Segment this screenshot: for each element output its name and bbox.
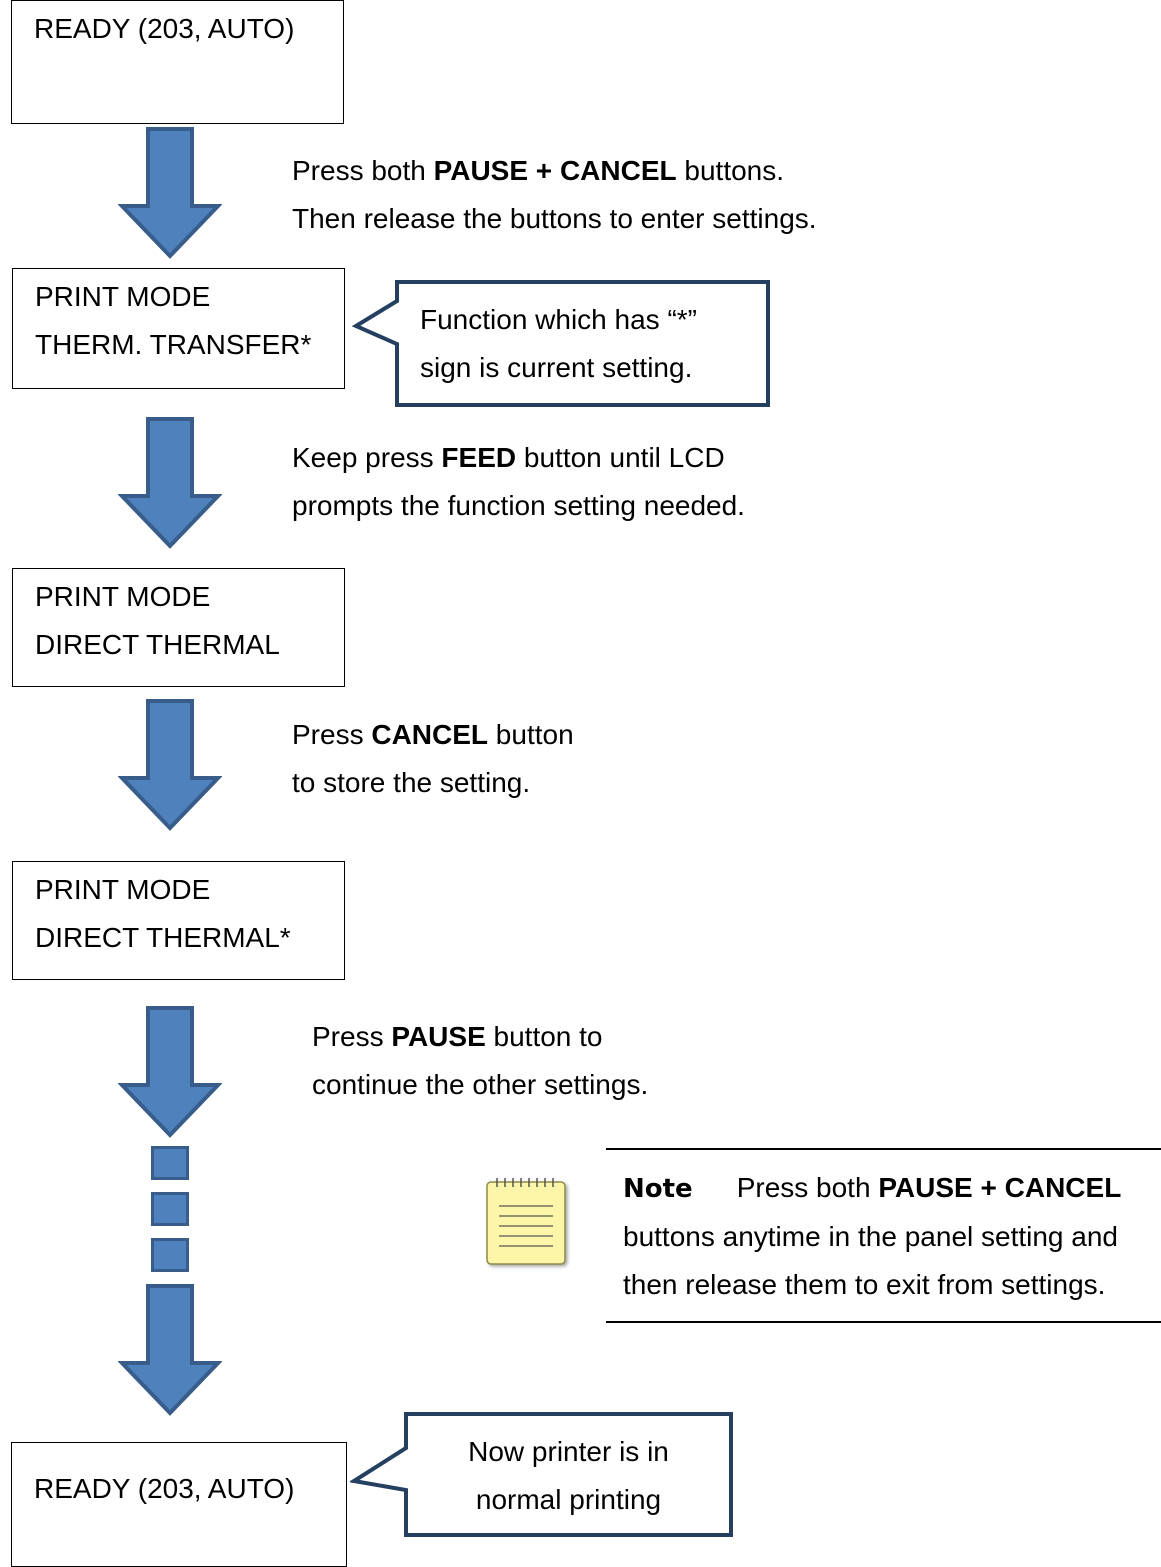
- lcd-line: PRINT MODE: [35, 281, 211, 312]
- callout-normal-printing: [350, 1412, 733, 1537]
- lcd-display-print-mode-direct-thermal: PRINT MODE DIRECT THERMAL: [12, 568, 345, 687]
- note-line: buttons anytime in the panel setting and: [623, 1221, 1119, 1252]
- instruction-text: buttons.: [676, 155, 785, 186]
- button-name: PAUSE + CANCEL: [878, 1172, 1122, 1203]
- instruction-pause: Press PAUSE button to continue the other…: [312, 1013, 648, 1109]
- note-bottom-rule: [606, 1321, 1161, 1323]
- instruction-text: button until LCD: [516, 442, 725, 473]
- lcd-line: DIRECT THERMAL: [35, 629, 280, 660]
- button-name: CANCEL: [371, 719, 489, 750]
- note-label: Note: [623, 1174, 693, 1204]
- lcd-line: PRINT MODE: [35, 581, 211, 612]
- callout-current-setting: [351, 280, 770, 407]
- instruction-text: Keep press: [292, 442, 442, 473]
- instruction-feed: Keep press FEED button until LCD prompts…: [292, 434, 745, 530]
- note-line: Press both: [736, 1172, 879, 1203]
- lcd-display-print-mode-therm-transfer: PRINT MODE THERM. TRANSFER*: [12, 268, 345, 389]
- button-name: PAUSE + CANCEL: [433, 155, 677, 186]
- instruction-text: continue the other settings.: [312, 1069, 649, 1100]
- instruction-text: to store the setting.: [292, 767, 531, 798]
- lcd-line: READY (203, AUTO): [34, 1473, 295, 1504]
- callout-line: Now printer is in: [468, 1436, 669, 1467]
- down-arrow-icon: [118, 127, 222, 259]
- callout-line: sign is current setting.: [420, 352, 693, 383]
- lcd-line: THERM. TRANSFER*: [35, 329, 312, 360]
- lcd-display-print-mode-direct-thermal-current: PRINT MODE DIRECT THERMAL*: [12, 861, 345, 980]
- note-line: then release them to exit from settings.: [623, 1269, 1106, 1300]
- lcd-line: READY (203, AUTO): [34, 13, 295, 44]
- callout-line: normal printing: [475, 1484, 662, 1515]
- ellipsis-square: [151, 1192, 189, 1226]
- instruction-text: prompts the function setting needed.: [292, 490, 745, 521]
- ellipsis-square: [151, 1146, 189, 1180]
- callout-text-normal-printing: Now printer is in normal printing: [406, 1428, 731, 1524]
- note-text: Note Press both PAUSE + CANCEL buttons an…: [623, 1164, 1121, 1309]
- ellipsis-square: [151, 1238, 189, 1272]
- instruction-text: Press both: [292, 155, 434, 186]
- lcd-line: PRINT MODE: [35, 874, 211, 905]
- note-top-rule: [606, 1148, 1161, 1150]
- instruction-text: Then release the buttons to enter settin…: [292, 203, 817, 234]
- down-arrow-icon: [118, 699, 222, 831]
- instruction-text: button: [488, 719, 574, 750]
- down-arrow-icon: [118, 1284, 222, 1416]
- instruction-enter-settings: Press both PAUSE + CANCEL buttons. Then …: [292, 147, 817, 243]
- instruction-text: Press: [292, 719, 372, 750]
- lcd-display-ready-final: READY (203, AUTO): [11, 1442, 347, 1567]
- button-name: FEED: [441, 442, 517, 473]
- instruction-text: Press: [312, 1021, 392, 1052]
- callout-line: Function which has “*”: [420, 304, 698, 335]
- down-arrow-icon: [118, 417, 222, 549]
- down-arrow-icon: [118, 1006, 222, 1138]
- instruction-text: button to: [485, 1021, 603, 1052]
- button-name: PAUSE: [391, 1021, 486, 1052]
- instruction-cancel: Press CANCEL button to store the setting…: [292, 711, 574, 807]
- lcd-line: DIRECT THERMAL*: [35, 922, 291, 953]
- notepad-icon: [486, 1178, 566, 1265]
- callout-text-current-setting: Function which has “*” sign is current s…: [420, 296, 697, 392]
- lcd-display-ready: READY (203, AUTO): [11, 0, 344, 124]
